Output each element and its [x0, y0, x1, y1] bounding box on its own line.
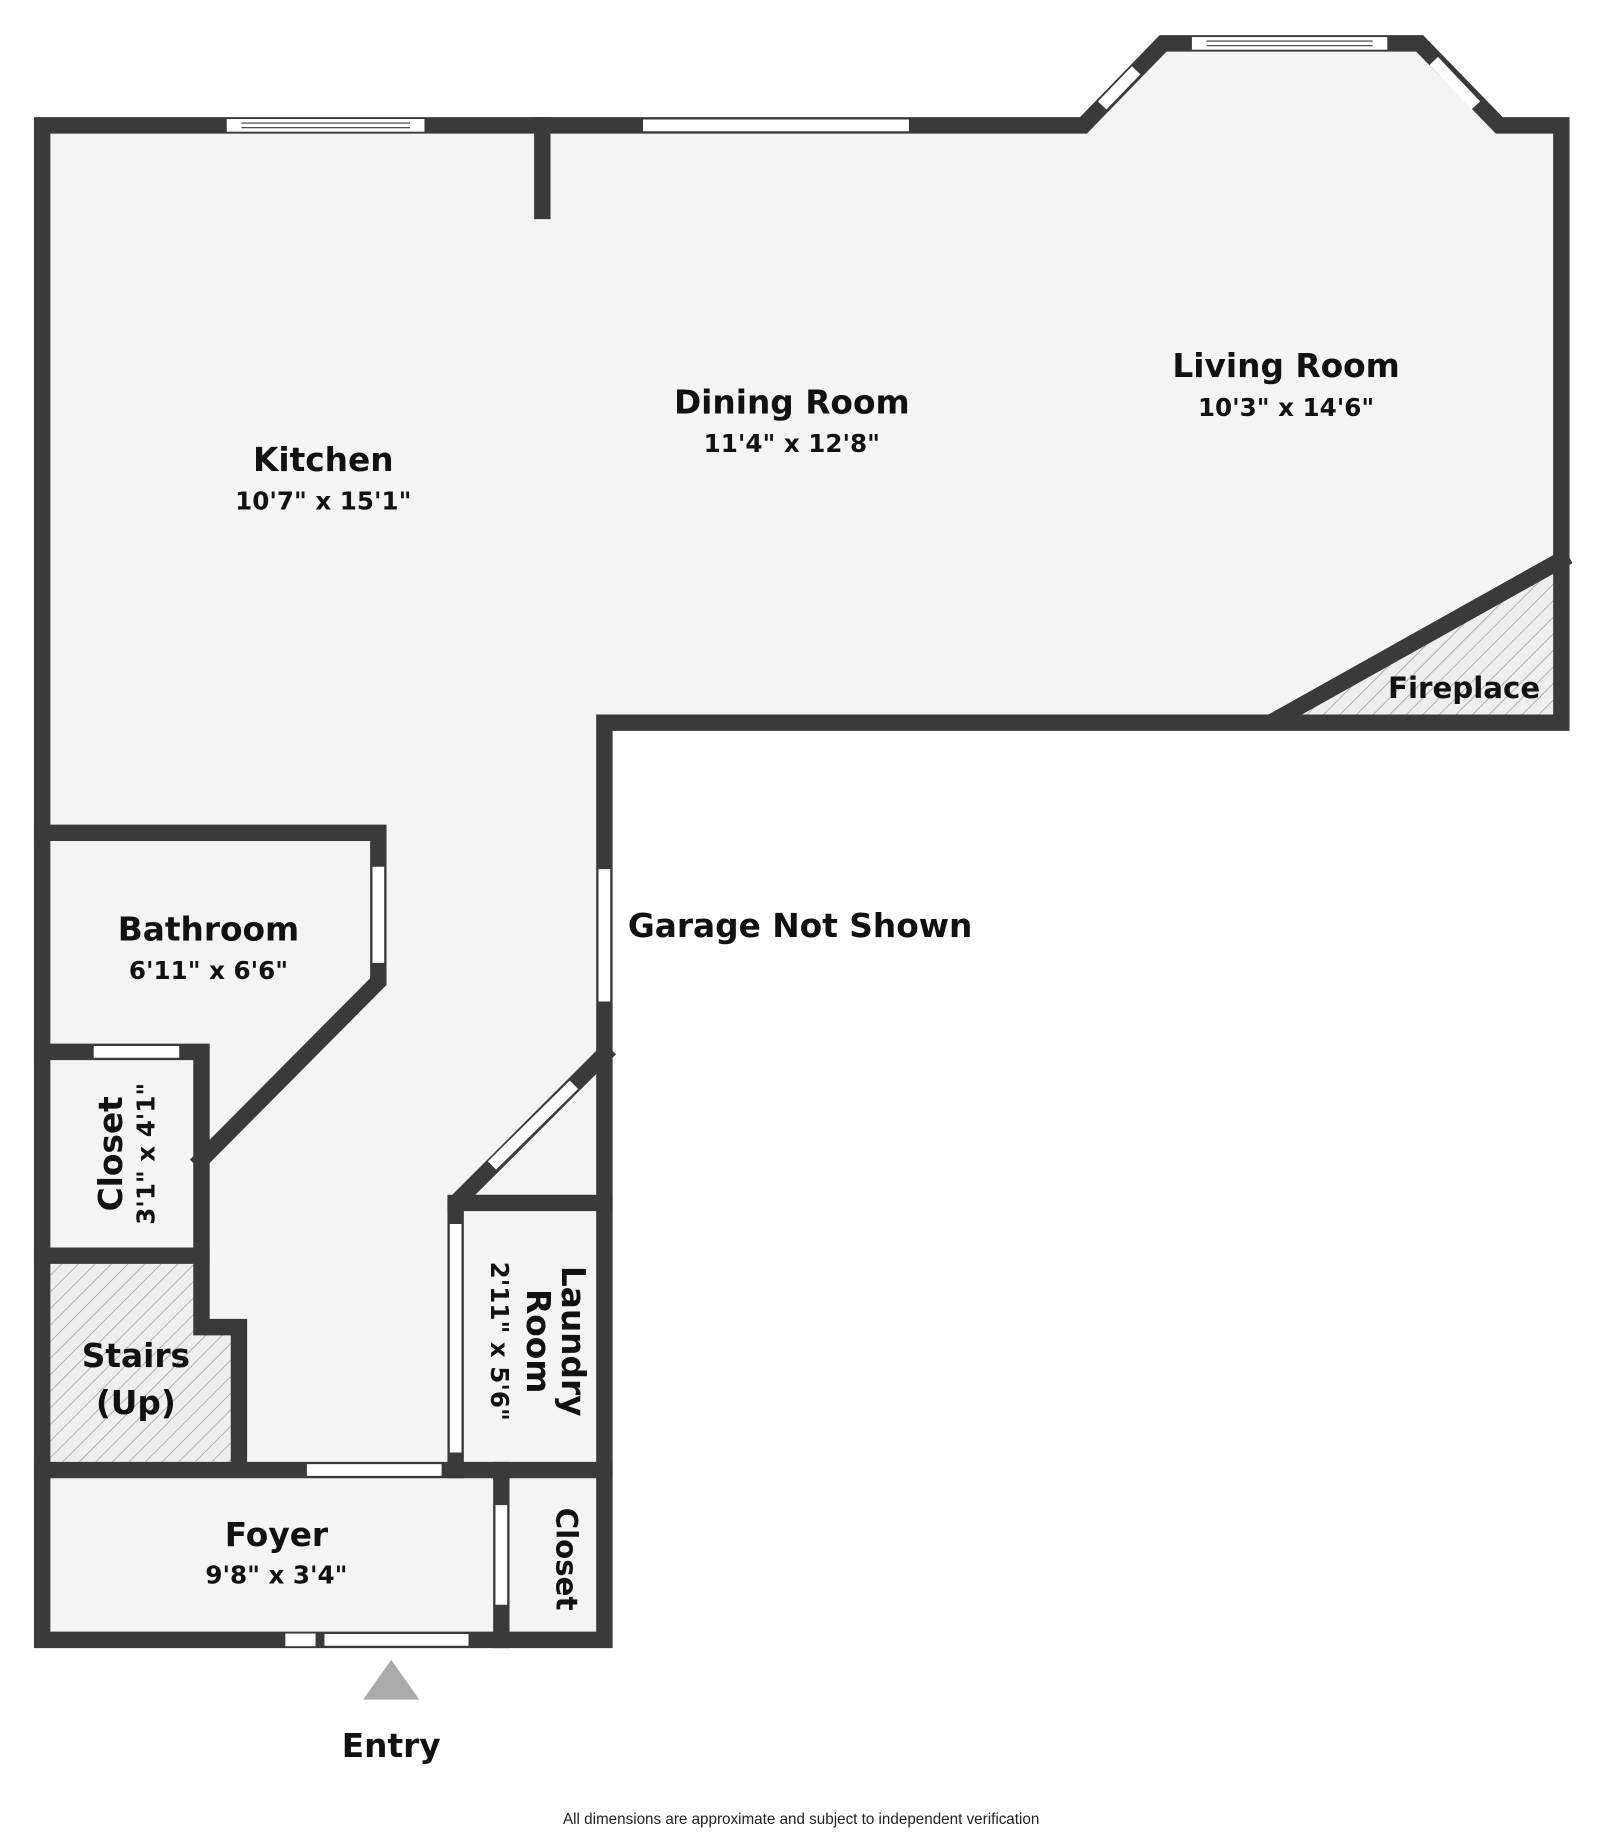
garage-note: Garage Not Shown — [628, 907, 973, 945]
entry-arrow-icon — [363, 1659, 420, 1700]
bay-window-right — [1429, 56, 1481, 110]
diag-opening — [487, 1080, 579, 1170]
kitchen-dims: 10'7" x 15'1" — [235, 487, 411, 516]
fireplace-label: Fireplace — [1388, 671, 1540, 705]
kitchen-label: Kitchen — [253, 441, 394, 479]
foyer-dims: 9'8" x 3'4" — [205, 1561, 347, 1590]
dining-dims: 11'4" x 12'8" — [704, 429, 880, 458]
entry-label: Entry — [342, 1727, 441, 1765]
entry-side-window — [283, 1632, 317, 1648]
bay-window-center — [1190, 35, 1389, 52]
laundry-label: Laundry — [554, 1266, 592, 1417]
dining-label: Dining Room — [674, 384, 910, 422]
bathroom-label: Bathroom — [118, 911, 299, 949]
kitchen-window — [225, 117, 426, 134]
laundry-label-2: Room — [519, 1289, 557, 1393]
foyer-label: Foyer — [225, 1516, 329, 1554]
bay-window-left — [1097, 66, 1141, 110]
stairs-label: Stairs — [82, 1337, 190, 1375]
living-dims: 10'3" x 14'6" — [1198, 393, 1374, 422]
living-label: Living Room — [1172, 347, 1399, 385]
closet-label: Closet — [92, 1096, 130, 1211]
laundry-dims: 2'11" x 5'6" — [485, 1262, 514, 1421]
closet-dims: 3'1" x 4'1" — [132, 1083, 161, 1225]
fireplace-wall — [1265, 548, 1573, 731]
bathroom-dims: 6'11" x 6'6" — [129, 956, 288, 985]
stairs-sub-label: (Up) — [96, 1384, 176, 1422]
disclaimer: All dimensions are approximate and subje… — [563, 1811, 1039, 1828]
stairs-hatch — [50, 1263, 239, 1462]
closet2-label: Closet — [549, 1508, 583, 1611]
floor-area — [42, 43, 1562, 1640]
